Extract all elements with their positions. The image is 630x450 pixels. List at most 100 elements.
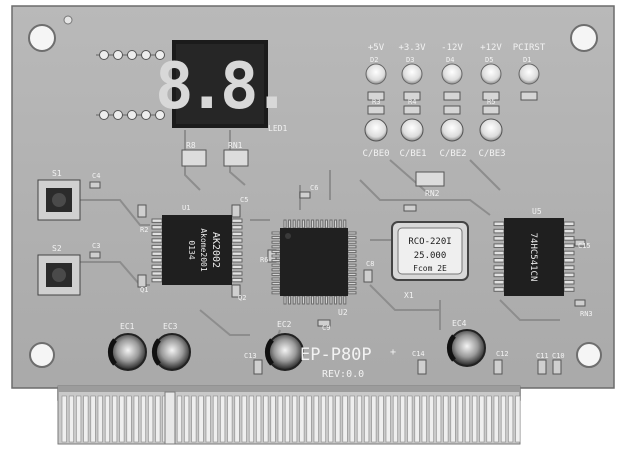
edge-finger [364,395,370,443]
cbe-label-3: C/BE3 [478,149,505,159]
svg-text:R2: R2 [140,226,148,234]
edge-finger [205,395,211,443]
chip-pin [271,272,281,276]
chip-pin [347,272,357,276]
edge-finger [119,395,125,443]
chip-u1: AK2002 Akome2001 0134 [151,215,243,285]
chip-pin [297,219,301,229]
edge-finger [335,395,341,443]
edge-finger [493,395,499,443]
chip-pin [301,219,305,229]
board-model-suffix: + [390,347,396,358]
chip-pin [347,286,357,290]
svg-text:D3: D3 [406,56,414,64]
chip-pin [271,268,281,272]
chip-pin [231,277,243,283]
chip-pin [311,219,315,229]
board-branding: EP-P80P + REV:0.0 [300,345,396,380]
edge-finger [198,395,204,443]
svg-text:R8: R8 [186,141,196,150]
edge-finger [356,395,363,443]
oscillator-x1: RCO-220I 25.000 Fcom 2E X1 [391,221,469,300]
chip-pin [306,295,310,305]
chip-pin [347,259,357,263]
chip-pin [493,272,505,278]
chip-pin [271,254,281,258]
svg-text:Q1: Q1 [140,286,148,294]
edge-finger [220,395,226,443]
chip-pin [563,265,575,270]
edge-finger [320,395,327,443]
svg-text:AK2002: AK2002 [210,232,221,268]
svg-text:C5: C5 [240,196,248,204]
svg-text:EC4: EC4 [452,319,467,328]
chip-pin [493,243,505,248]
edge-finger [148,395,154,443]
resistor-networks: R8 RN1 RN2 [181,141,445,198]
chip-pin [231,271,243,276]
svg-text:RN2: RN2 [425,189,440,198]
chip-pin [292,295,296,305]
svg-text:Akome2001: Akome2001 [199,228,208,272]
edge-finger [140,395,146,443]
edge-finger [500,395,507,443]
edge-finger [90,395,96,443]
svg-text:C3: C3 [92,242,100,250]
seven-segment-display: 8.8. LED1 [155,40,291,133]
edge-finger [104,395,110,443]
chip-pin [151,225,163,230]
chip-pin [271,282,281,286]
svg-text:C13: C13 [244,352,257,360]
edge-finger [515,395,521,443]
pin-header-top [99,50,165,60]
chip-pin [271,286,281,290]
chip-pin [288,219,292,229]
chip-pin [347,291,357,295]
chip-pin [320,219,324,229]
edge-finger [313,395,319,443]
chip-pin [338,219,342,229]
chip-pin [493,250,505,256]
chip-pin [231,264,243,270]
chip-pin [231,258,243,263]
edge-finger [184,395,190,443]
svg-text:C4: C4 [92,172,100,180]
svg-text:X1: X1 [404,291,414,300]
chip-pin [563,250,575,256]
svg-text:D5: D5 [485,56,493,64]
svg-text:C10: C10 [552,352,565,360]
chip-pin [231,218,243,223]
chip-pin [271,249,281,253]
edge-finger [428,395,435,443]
smd-components [89,181,586,375]
svg-text:RN1: RN1 [228,141,243,150]
svg-text:Fcom 2E: Fcom 2E [413,264,447,273]
chip-pin [347,240,357,244]
edge-finger [464,395,471,443]
chip-pin [306,219,310,229]
chip-pin [231,225,243,230]
svg-text:Q2: Q2 [238,294,246,302]
chip-pin [151,218,163,223]
chip-pin [271,259,281,263]
edge-finger [443,395,449,443]
edge-finger [486,395,492,443]
svg-text:U2: U2 [338,308,348,317]
led-label-3v3: +3.3V [398,43,426,53]
chip-pin [329,219,333,229]
svg-text:D4: D4 [446,56,454,64]
edge-finger [457,395,463,443]
svg-text:C12: C12 [496,350,509,358]
chip-pin [271,245,281,249]
chip-pin [343,295,347,305]
edge-finger [414,395,420,443]
chip-pin [338,295,342,305]
edge-finger [392,395,399,443]
chip-pin [347,277,357,281]
edge-finger [349,395,355,443]
chip-pin [271,236,281,240]
chip-pin [231,244,243,250]
switch-s2: S2 [37,244,81,296]
chip-pin [231,238,243,243]
board-model: EP-P80P [300,345,372,365]
